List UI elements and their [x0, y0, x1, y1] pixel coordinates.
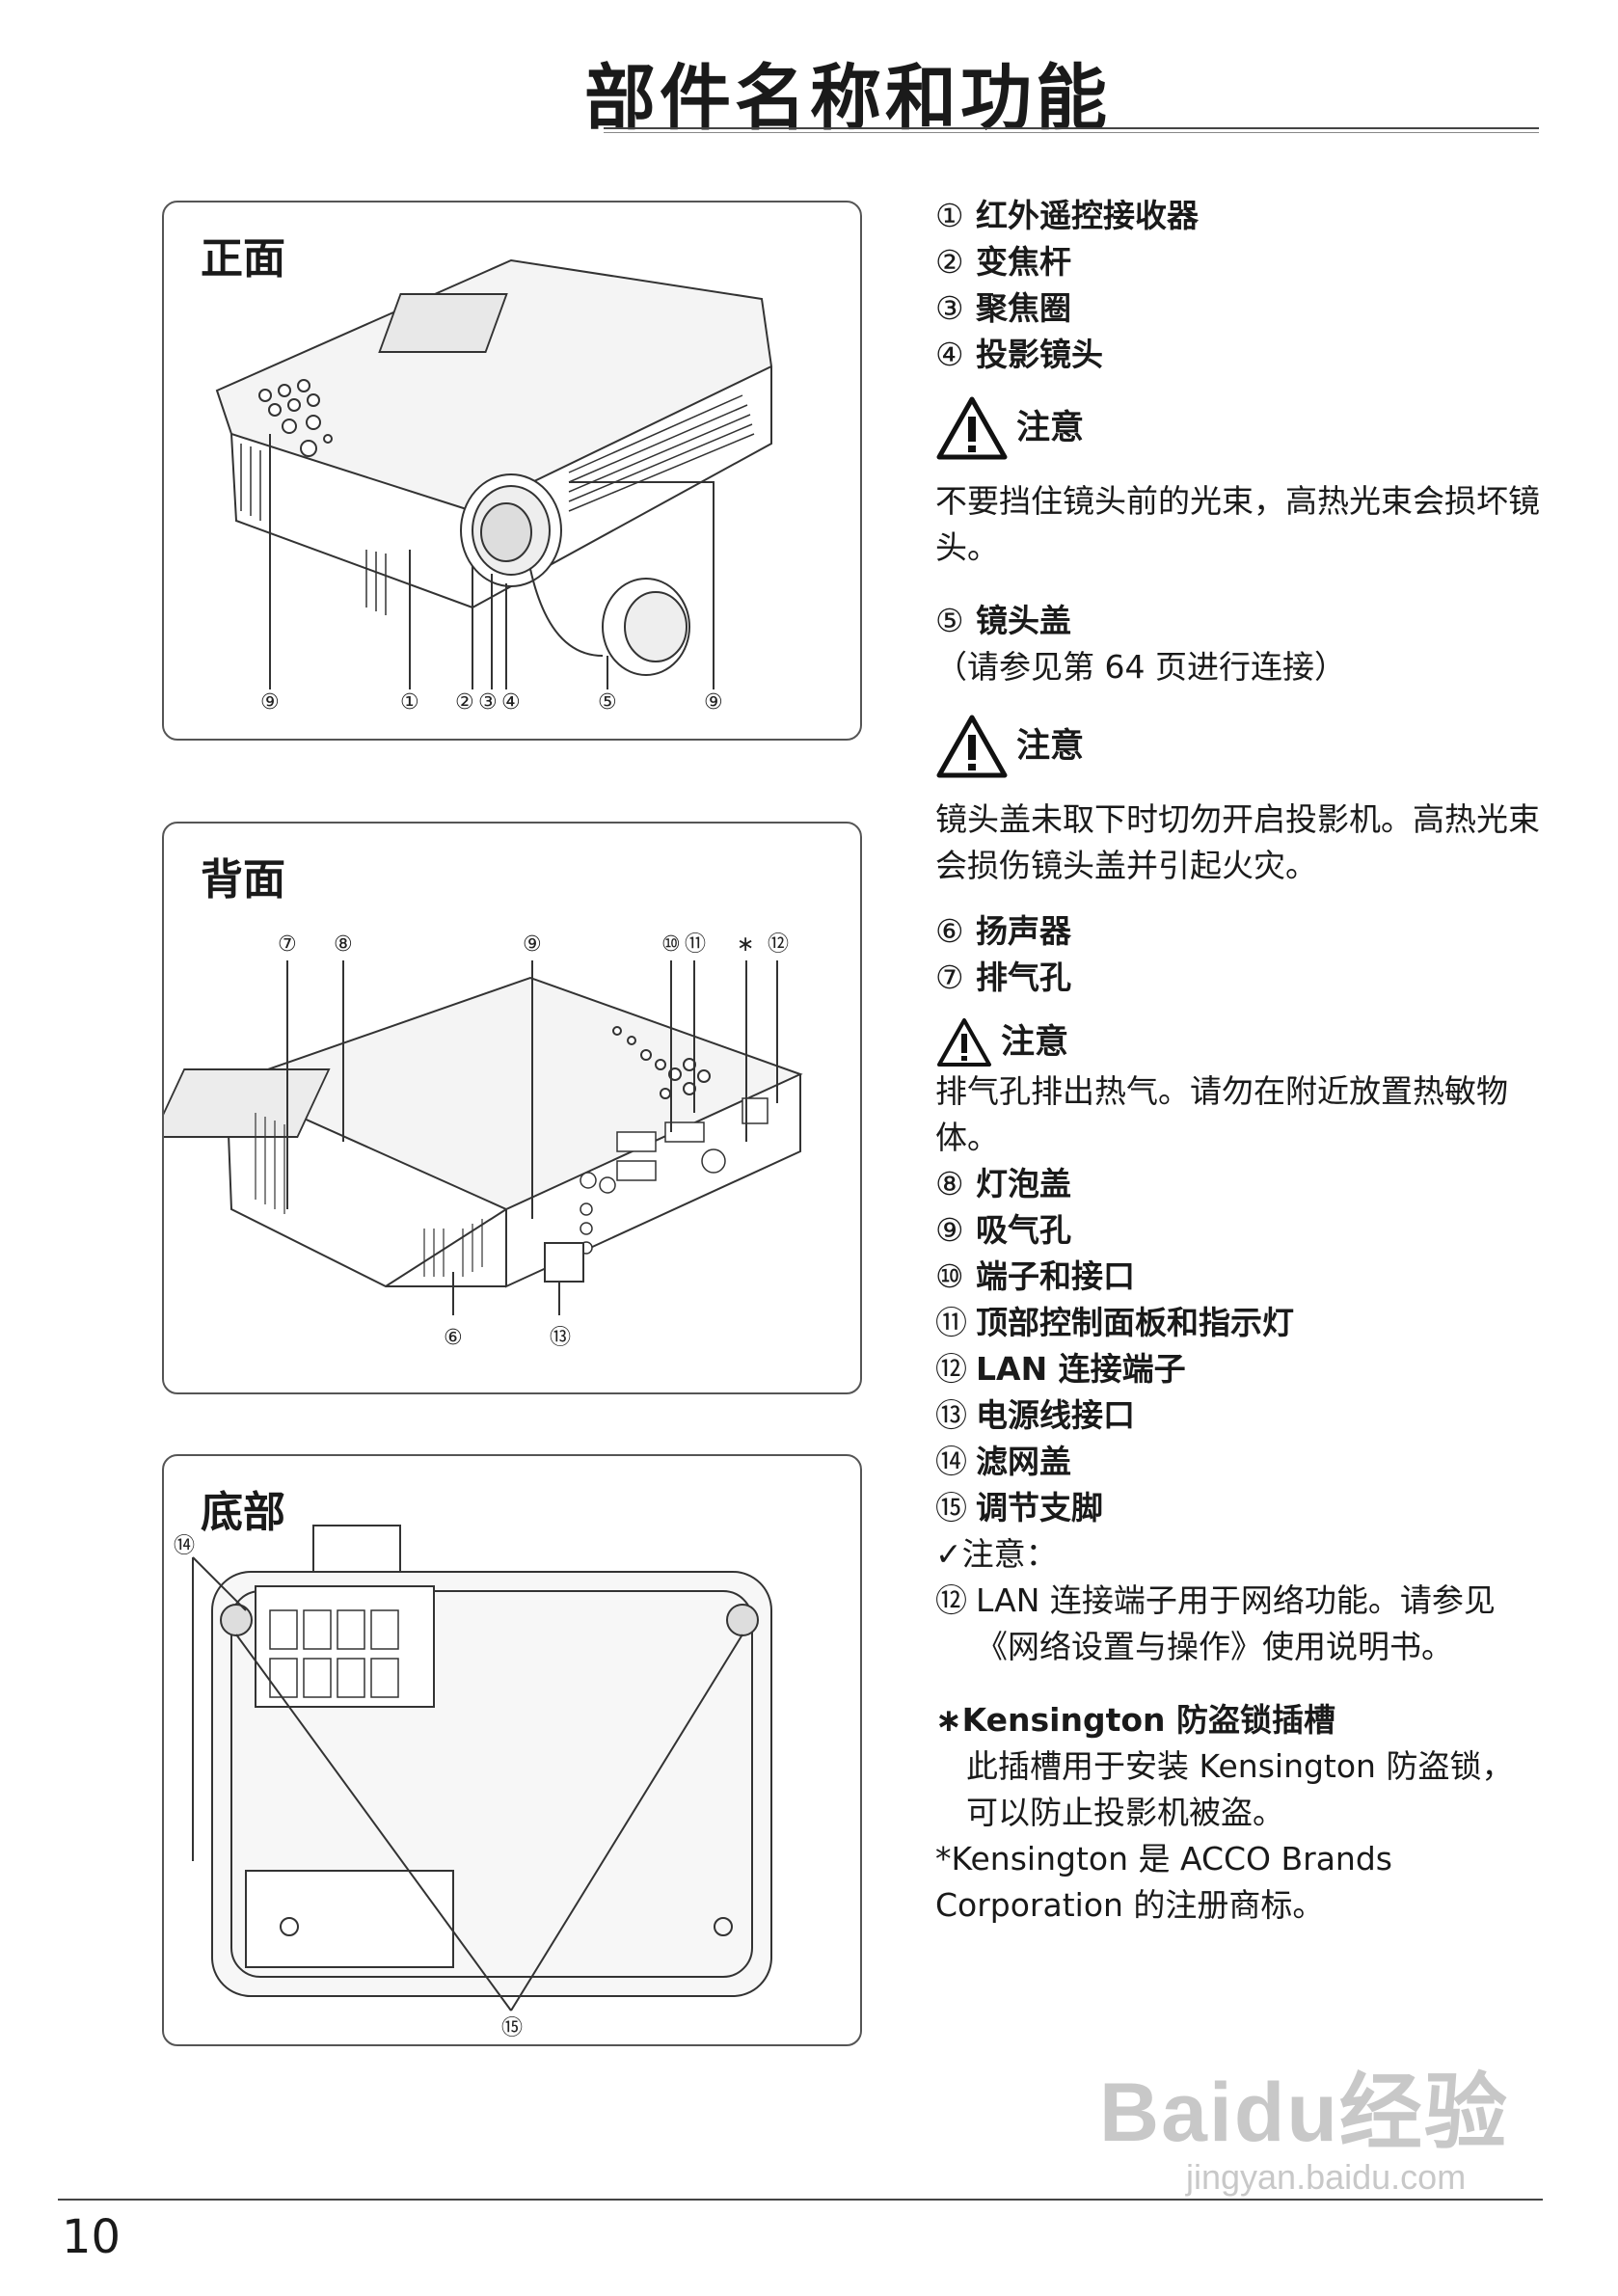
kensington-text: 此插槽用于安装 Kensington 防盗锁，可以防止投影机被盗。 [966, 1747, 1514, 1831]
label-13: ⑬ [550, 1326, 571, 1350]
title-rule [604, 127, 1539, 129]
back-view-heading: 背面 [201, 855, 285, 905]
caution-1: 注意 [935, 395, 1552, 461]
page-number: 10 [62, 2210, 121, 2264]
warning-triangle-icon [936, 396, 1008, 460]
baidu-watermark: Baidu经验 jingyan.baidu.com [1099, 2044, 1533, 2256]
bottom-view-panel: 底部 ⑭ ⑮ [162, 1454, 862, 2046]
kensington-title: ∗Kensington 防盗锁插槽 [935, 1701, 1336, 1739]
caution-3: 注意 [935, 1016, 1552, 1068]
item-lens-cap-note: （请参见第 64 页进行连接） [935, 648, 1346, 686]
bottom-projector-illustration: ⑭ ⑮ [174, 1525, 772, 2040]
page-title: 部件名称和功能 [584, 57, 1111, 140]
caution-1-text: 不要挡住镜头前的光束，高热光束会损坏镜头。 [935, 482, 1540, 566]
label-1: ① [400, 690, 419, 715]
front-view-panel: 正面 [162, 201, 862, 741]
footer-rule [58, 2199, 1543, 2201]
caution-2: 注意 [935, 714, 1552, 779]
watermark-logo: Baidu经验 [1099, 2066, 1509, 2159]
label-11: ⑪ [685, 932, 706, 957]
bottom-view-heading: 底部 [201, 1488, 285, 1537]
back-projector-illustration: ⑦ ⑧ ⑨ ⑩ ⑪ ∗ ⑫ [164, 932, 803, 1350]
caution-2-text: 镜头盖未取下时切勿开启投影机。高热光束会损伤镜头盖并引起火灾。 [935, 800, 1540, 884]
label-9-right: ⑨ [704, 690, 723, 715]
label-3: ③ [478, 690, 498, 715]
label-6: ⑥ [444, 1326, 463, 1350]
label-9-left: ⑨ [260, 690, 280, 715]
label-2: ② [455, 690, 474, 715]
label-10: ⑩ [661, 932, 681, 957]
label-12: ⑫ [768, 932, 789, 957]
label-7: ⑦ [278, 932, 297, 957]
warning-triangle-icon [937, 1018, 991, 1067]
watermark-url: jingyan.baidu.com [1186, 2157, 1467, 2197]
trademark-text: *Kensington 是 ACCO Brands Corporation 的注… [935, 1840, 1392, 1924]
label-kensington: ∗ [737, 932, 754, 957]
label-4: ④ [501, 690, 521, 715]
caution-3-text: 排气孔排出热气。请勿在附近放置热敏物体。 [935, 1072, 1508, 1156]
caution-3-label: 注意 [1001, 1023, 1069, 1062]
label-5: ⑤ [598, 690, 617, 715]
caution-2-label: 注意 [1016, 727, 1085, 766]
caution-1-label: 注意 [1016, 409, 1085, 447]
title-rule-thin [604, 132, 1539, 133]
note-lan: ⑫ LAN 连接端子用于网络功能。请参见《网络设置与操作》使用说明书。 [935, 1581, 1496, 1665]
label-15: ⑮ [501, 2016, 523, 2040]
back-view-panel: 背面 ⑦ ⑧ ⑨ ⑩ ⑪ ∗ ⑫ [162, 822, 862, 1394]
warning-triangle-icon [936, 715, 1008, 778]
label-14: ⑭ [174, 1534, 195, 1558]
label-9: ⑨ [523, 932, 542, 957]
front-projector-illustration: ⑨ ① ② ③ ④ ⑤ ⑨ [215, 258, 773, 715]
label-8: ⑧ [334, 932, 353, 957]
front-view-heading: 正面 [201, 234, 285, 284]
note-label: ✓注意： [935, 1535, 1058, 1573]
